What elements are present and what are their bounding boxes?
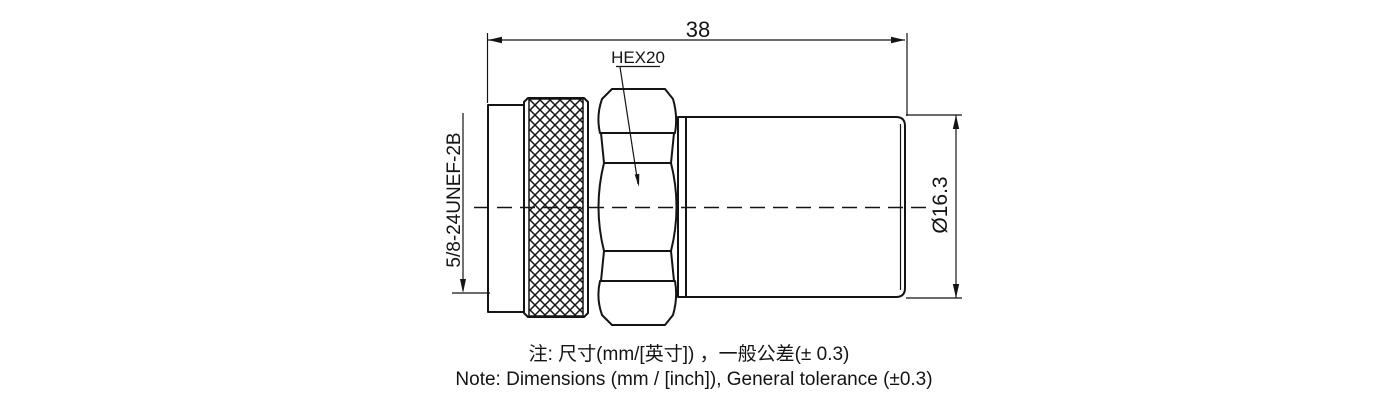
hex-lower-flat-band [600,250,675,282]
arrowhead-left [488,36,502,44]
hex-bottom-chamfer-cap [597,280,678,326]
arrowhead-right [891,36,905,44]
diameter-arrowhead-top [952,115,960,129]
note-chinese: 注: 尺寸(mm/[英寸]) ，一般公差(± 0.3) [528,344,850,365]
drawing-notes: 注: 尺寸(mm/[英寸]) ，一般公差(± 0.3) Note: Dimens… [0,342,1400,392]
thread-section [487,104,525,313]
hex-upper-flat-band [600,132,675,164]
dimension-overall-length: 38 [486,17,908,116]
diameter-arrowhead-bottom [952,284,960,298]
overall-length-value: 38 [686,17,710,42]
knurl-outline [523,97,589,318]
dimension-thread: 5/8-24UNEF-2B [444,113,490,294]
dimension-diameter: Ø16.3 [906,114,962,299]
hex-leader-line [619,66,639,185]
body-section [685,116,906,298]
hex-label: HEX20 [611,48,665,67]
thread-arrowhead [460,279,466,293]
hex-top-chamfer-cap [597,88,678,134]
thread-spec-label: 5/8-24UNEF-2B [444,132,465,267]
note-english: Note: Dimensions (mm / [inch]), General … [455,369,933,390]
body-diameter-label: Ø16.3 [929,176,952,233]
callout-hex: HEX20 [611,48,665,187]
hex-leader-arrowhead [634,173,640,187]
